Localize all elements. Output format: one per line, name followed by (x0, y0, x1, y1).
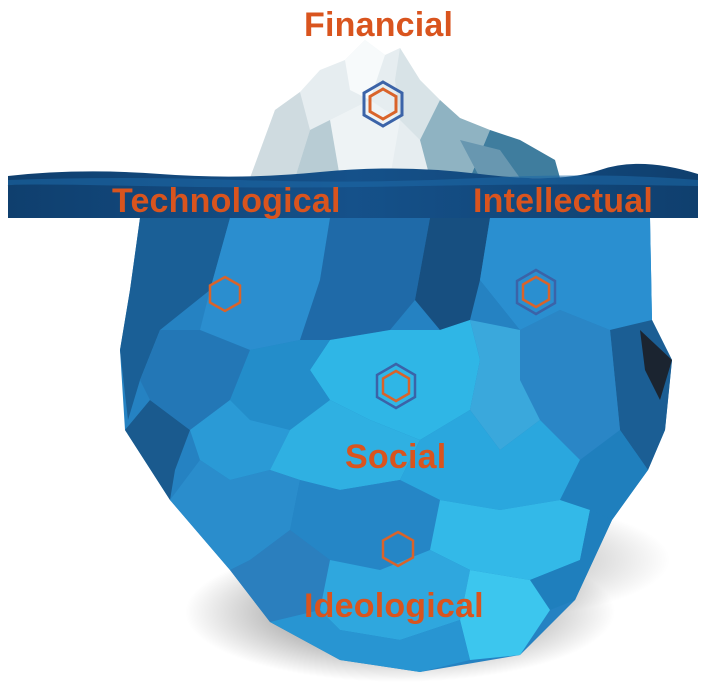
iceberg-tip (250, 40, 560, 178)
label-intellectual: Intellectual (473, 182, 654, 220)
hexagon-marker-financial (362, 80, 404, 128)
water-surface-band (7, 163, 698, 218)
label-ideological: Ideological (304, 587, 484, 625)
hexagon-marker-ideological (381, 530, 415, 568)
label-social: Social (345, 438, 447, 476)
label-technological: Technological (112, 182, 341, 220)
hexagon-marker-technological (208, 275, 242, 313)
hexagon-marker-intellectual (515, 268, 557, 316)
label-financial: Financial (304, 6, 454, 44)
hexagon-marker-social (375, 362, 417, 410)
iceberg-underwater (120, 218, 672, 672)
